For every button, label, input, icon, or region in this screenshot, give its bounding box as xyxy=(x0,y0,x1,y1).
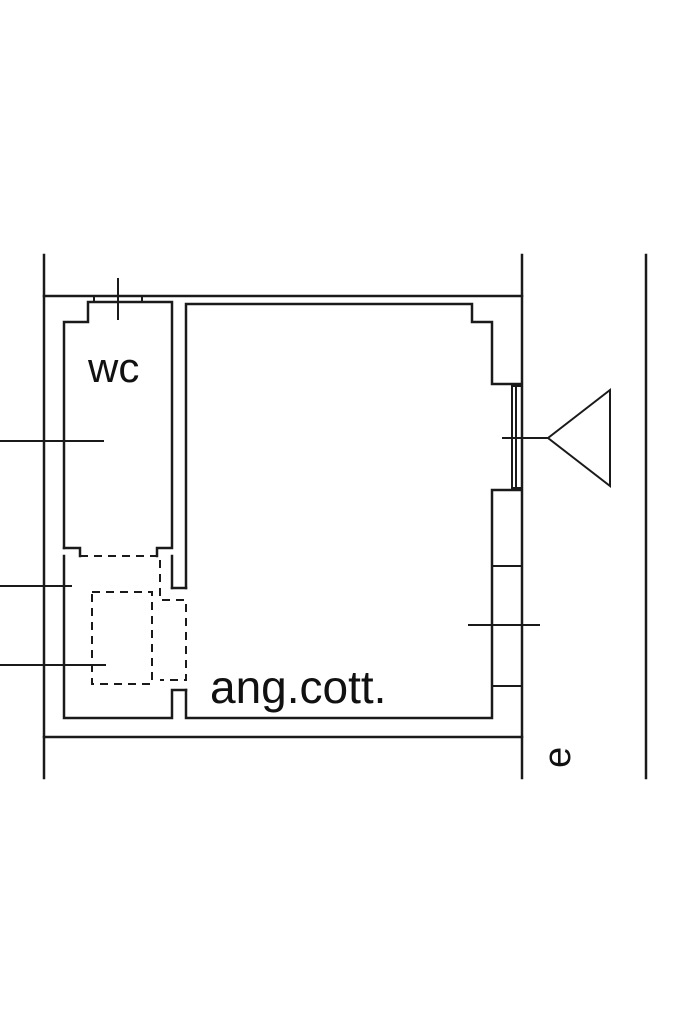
dashed-fixture-outer xyxy=(80,555,187,681)
room-label-wc: wc xyxy=(87,344,139,391)
wc-wall-doorjamb-left xyxy=(62,546,82,558)
wc-wall-lower xyxy=(62,554,188,720)
room-label-kitchenette: ang.cott. xyxy=(210,661,386,713)
dashed-fixture-inner xyxy=(91,591,153,685)
edge-label-fragment: e xyxy=(537,747,579,768)
vent-triangle xyxy=(546,387,611,489)
wc-wall-upper xyxy=(62,300,174,558)
window-right-lower xyxy=(491,489,523,687)
kitchenette-wall xyxy=(184,302,522,590)
